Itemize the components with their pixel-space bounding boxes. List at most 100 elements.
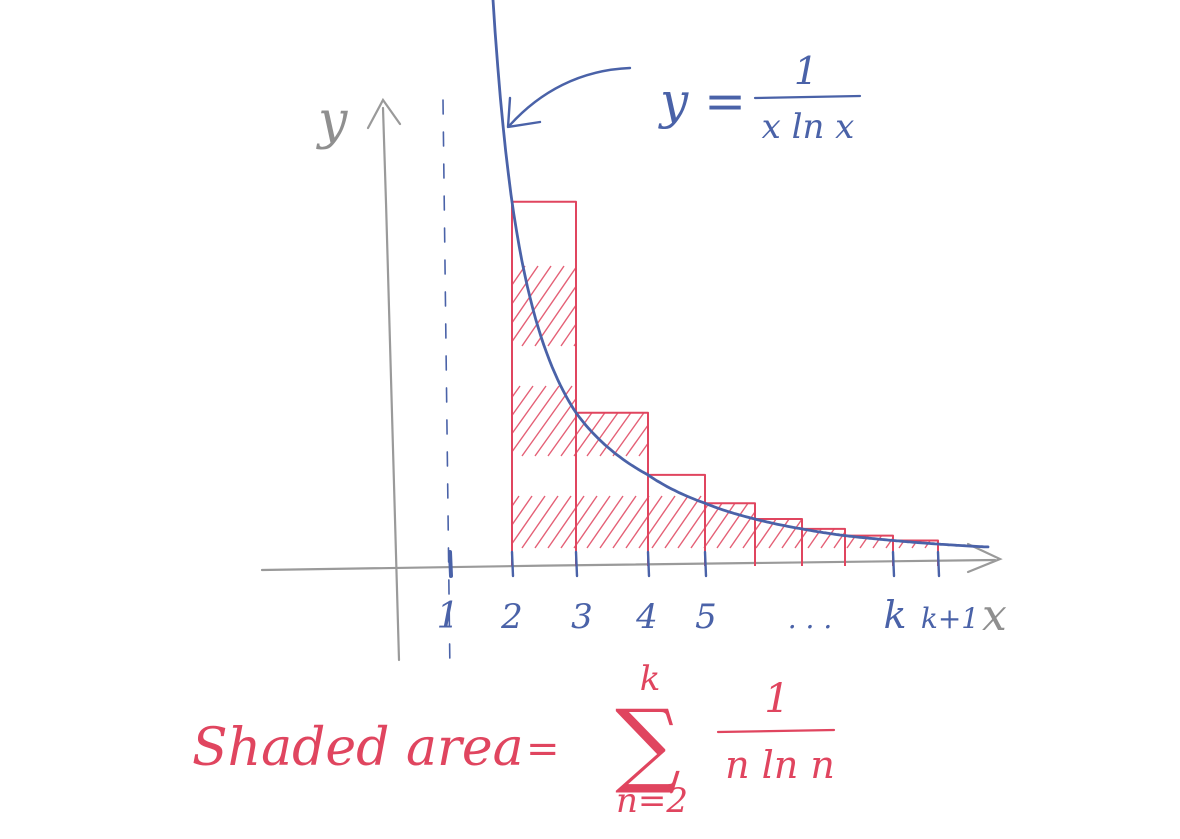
sum-symbol: ∑: [615, 690, 681, 797]
hatch-line: [1055, 386, 1105, 456]
rectangle-1: [575, 411, 649, 566]
hatch-line: [703, 385, 755, 457]
hatch-line: [990, 386, 1040, 456]
hatch-line: [560, 495, 598, 549]
hatch-line: [990, 496, 1026, 548]
hatch-line: [1016, 266, 1071, 346]
hatch-line: [512, 385, 547, 457]
hatch-line: [729, 265, 786, 347]
hatch-line: [937, 385, 938, 457]
hatch-line: [625, 495, 663, 549]
hatch-line: [599, 495, 637, 549]
hatch-line: [885, 265, 938, 347]
hatch-line: [512, 265, 565, 347]
hatch-line: [547, 495, 585, 549]
hatch-line: [885, 385, 937, 457]
asymptote-line: [442, 99, 451, 676]
x-tick-label: 3: [571, 597, 593, 637]
y-axis-line: [381, 106, 401, 662]
x-tick-mark: [646, 550, 651, 578]
hatch-line: [1003, 496, 1039, 548]
hatch-line: [716, 385, 768, 457]
hatch-line: [1016, 496, 1052, 548]
hatch-line: [964, 386, 1014, 456]
hatch-line: [638, 495, 676, 549]
rectangle-4: [754, 518, 803, 566]
hatch-line: [512, 385, 560, 457]
sum-lower-limit: n=2: [616, 781, 688, 821]
hatch-line: [547, 385, 599, 457]
hatch-line: [703, 495, 741, 549]
hatch-line: [512, 265, 552, 347]
pointer-arrow-shaft: [508, 66, 632, 127]
hatch-line: [781, 385, 833, 457]
hatch-line: [599, 265, 656, 347]
hatch-line: [807, 265, 864, 347]
caption-equals: =: [526, 726, 560, 772]
hatch-line: [573, 495, 611, 549]
hatch-line: [820, 385, 872, 457]
hatch-line: [768, 385, 820, 457]
hatch-line: [964, 496, 1000, 548]
hatch-line: [677, 265, 734, 347]
caption-denominator: n ln n: [725, 743, 835, 787]
hatch-line: [859, 385, 911, 457]
hatch-line: [651, 385, 703, 457]
curve-formula: y = 1 x ln x: [658, 49, 862, 147]
x-axis-ticks: [448, 550, 941, 578]
x-tick-mark: [510, 550, 515, 578]
x-tick-mark: [936, 550, 941, 578]
x-tick-label: 5: [695, 597, 717, 637]
curve-formula-lhs: y =: [658, 72, 746, 130]
hatch-line: [521, 265, 578, 347]
hatch-line: [586, 385, 638, 457]
hatch-line: [703, 265, 760, 347]
shaded-hatching: [512, 265, 1105, 549]
hatch-line: [859, 265, 916, 347]
hatch-line: [846, 385, 898, 457]
hatch-line: [512, 495, 546, 549]
x-axis-arrow-icon: [966, 542, 1003, 574]
hatch-line: [586, 495, 624, 549]
hatch-line: [1042, 386, 1092, 456]
hatch-line: [716, 265, 773, 347]
hatch-line: [924, 265, 938, 347]
hatch-line: [755, 265, 812, 347]
x-axis-label: x: [982, 590, 1007, 641]
hatch-line: [924, 385, 938, 457]
hatch-line: [951, 266, 1006, 346]
caption-numerator: 1: [764, 676, 789, 722]
hatch-line: [651, 265, 708, 347]
hatch-line: [664, 265, 721, 347]
hatch-line: [872, 265, 929, 347]
pointer-arrow-head-icon: [506, 96, 542, 129]
hatch-line: [833, 385, 885, 457]
hatch-line: [911, 265, 938, 347]
hatch-line: [768, 265, 825, 347]
hatch-line: [534, 385, 586, 457]
caption-fraction-bar: [716, 728, 836, 734]
x-tick-label: 4: [635, 597, 658, 637]
rectangle-0: [511, 200, 577, 566]
hatch-line: [898, 265, 938, 347]
x-tick-mark: [891, 550, 896, 578]
x-tick-mark: [574, 550, 579, 578]
hatch-line: [1029, 496, 1065, 548]
hatch-line: [625, 265, 682, 347]
y-axis-label: y: [316, 91, 348, 151]
hatch-line: [742, 265, 799, 347]
curve-formula-denominator: x ln x: [762, 107, 855, 147]
hatch-line: [1003, 386, 1053, 456]
hatch-line: [573, 265, 630, 347]
label-pointer-arrow: [506, 66, 632, 129]
hatch-line: [846, 265, 903, 347]
hatch-line: [521, 385, 573, 457]
hatch-line: [1055, 496, 1091, 548]
hatch-line: [690, 495, 728, 549]
hatch-line: [1042, 266, 1097, 346]
curve-formula-fraction-bar: [753, 94, 862, 100]
hatch-line: [638, 265, 695, 347]
x-tick-label: 1: [437, 596, 460, 637]
